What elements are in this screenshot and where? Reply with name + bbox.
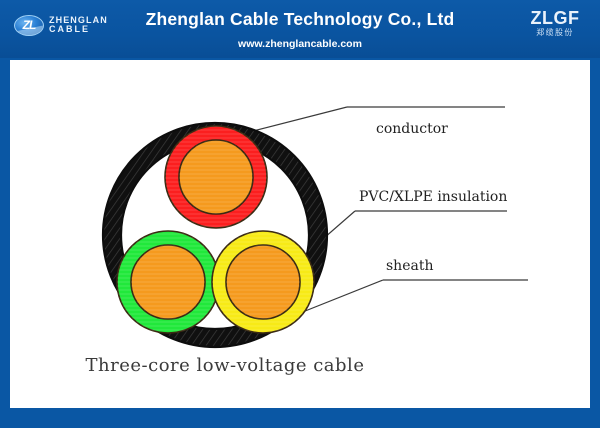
logo-right-main-text: ZLGF xyxy=(530,8,580,28)
company-logo-left: ZL ZHENGLAN CABLE xyxy=(14,10,124,40)
logo-left-mark-text: ZL xyxy=(22,18,37,32)
label-conductor: conductor xyxy=(376,121,448,137)
core-green xyxy=(116,230,220,334)
logo-left-name-line2: CABLE xyxy=(49,24,90,34)
company-website[interactable]: www.zhenglancable.com xyxy=(238,38,362,50)
label-insulation: PVC/XLPE insulation xyxy=(359,189,508,205)
content-panel: conductor PVC/XLPE insulation sheath Thr… xyxy=(10,60,590,408)
label-sheath: sheath xyxy=(386,258,434,274)
header-banner: ZL ZHENGLAN CABLE Zhenglan Cable Technol… xyxy=(0,0,600,58)
logo-left-name-line1: ZHENGLAN xyxy=(49,14,108,25)
core-red xyxy=(164,125,268,229)
diagram-caption: Three-core low-voltage cable xyxy=(85,355,365,376)
logo-right-sub-text: 郑缆股份 xyxy=(536,28,574,37)
company-logo-right: ZLGF 郑缆股份 xyxy=(522,9,588,43)
core-yellow xyxy=(211,230,315,334)
company-logo-left-text: ZHENGLAN CABLE xyxy=(49,14,108,35)
company-title: Zhenglan Cable Technology Co., Ltd xyxy=(145,9,455,29)
zl-badge-icon: ZL xyxy=(14,14,44,36)
cable-sheath xyxy=(10,60,590,408)
cable-diagram: conductor PVC/XLPE insulation sheath Thr… xyxy=(10,60,590,408)
cable-cross-section-svg xyxy=(10,60,590,408)
